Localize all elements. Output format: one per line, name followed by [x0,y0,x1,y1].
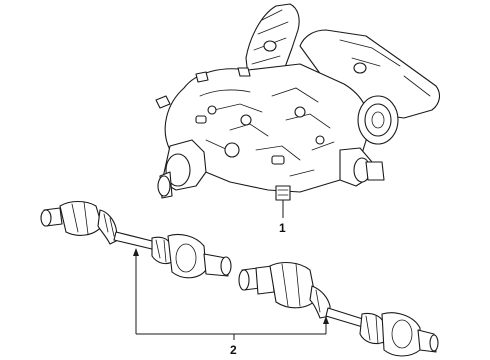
upper-outer-joint [167,233,207,279]
lower-outer-joint [381,312,421,357]
arrow-head-right [323,316,329,324]
upper-inner-joint [59,200,103,236]
axle-shaft-upper [40,200,232,279]
callout-2: 2 [230,343,237,357]
leader-2 [133,248,329,340]
lower-inner-joint [269,261,317,309]
arrow-head-left [133,248,139,256]
rear-drive-unit [155,3,441,201]
axle-shaft-lower [238,261,439,357]
rear-mount-housing [299,29,441,119]
callout-1: 1 [279,221,286,235]
